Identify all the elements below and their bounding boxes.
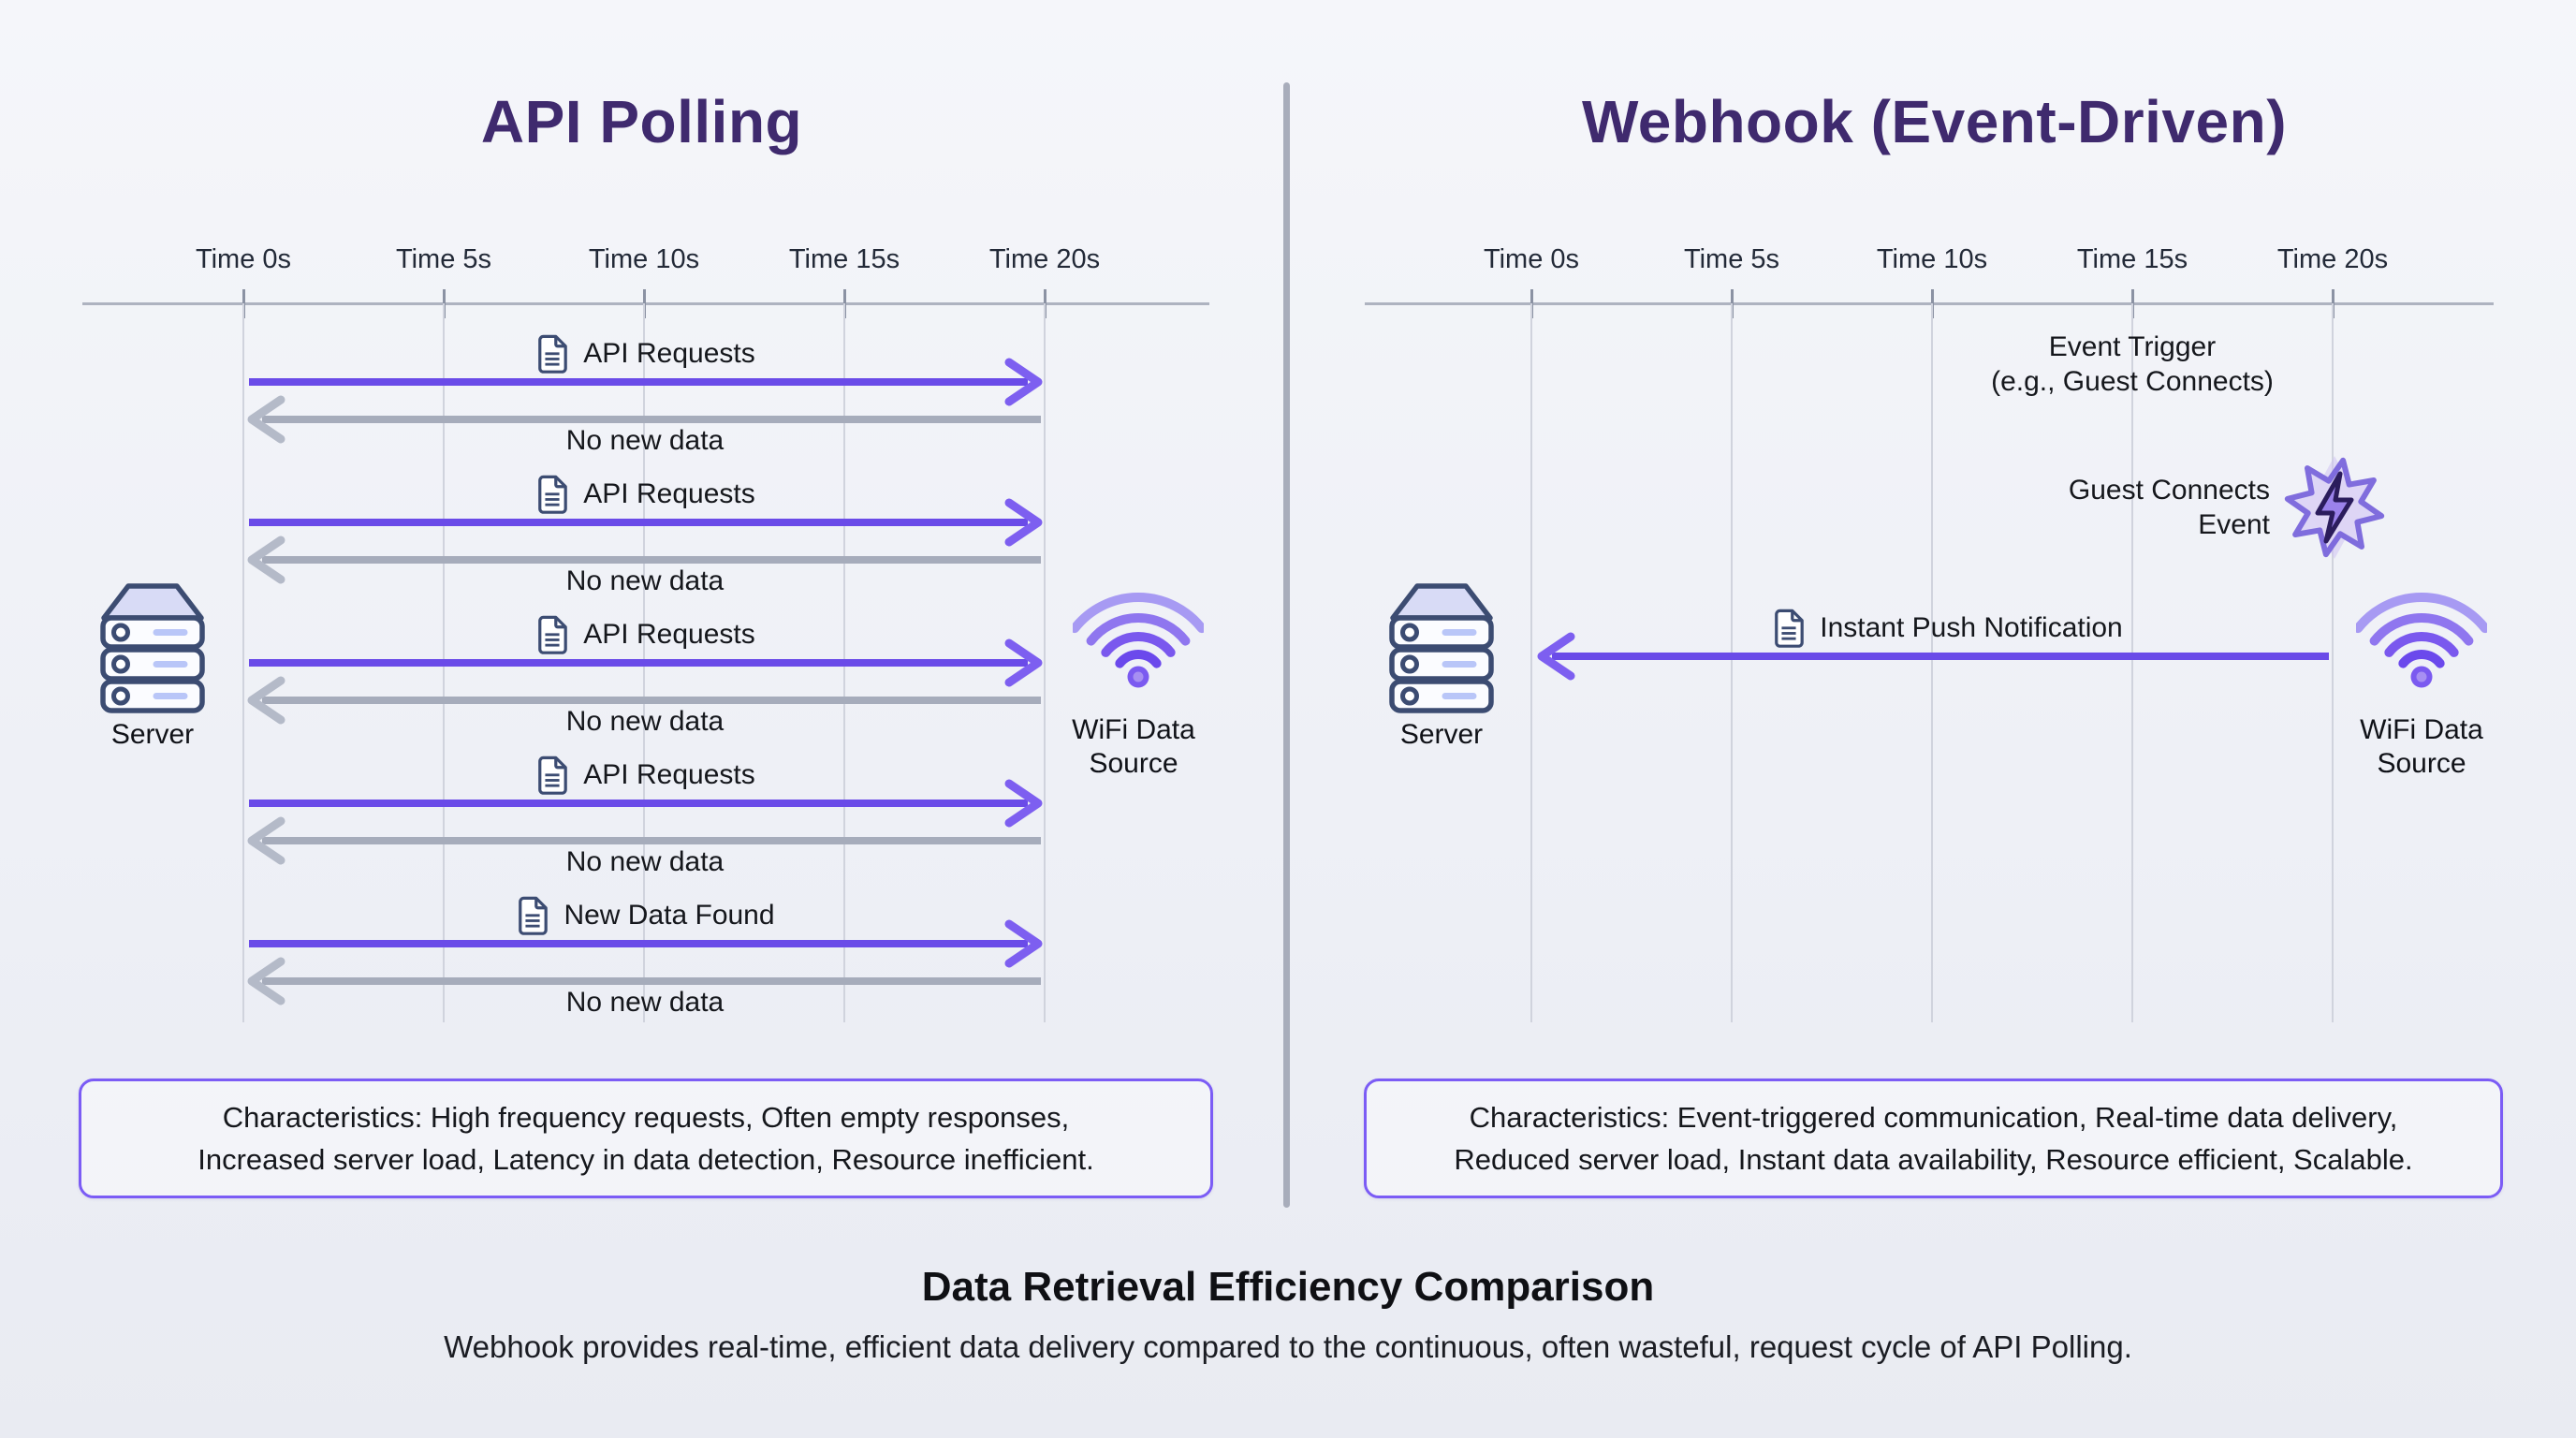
left-panel-title: API Polling — [480, 88, 803, 155]
document-icon — [1775, 609, 1805, 648]
response-label: No new data — [565, 565, 724, 596]
left-timeline-axis — [82, 302, 1209, 305]
request-label: API Requests — [245, 332, 1045, 375]
request-text: API Requests — [583, 478, 755, 509]
request-label: API Requests — [245, 754, 1045, 797]
timeline-gridline — [1931, 303, 1933, 1022]
timeline-label: Time 0s — [195, 244, 292, 274]
polling-cycle: API Requests No new data — [245, 613, 1045, 754]
request-arrow — [245, 777, 1045, 834]
timeline-gridline — [2332, 303, 2334, 1022]
timeline-label: Time 5s — [395, 244, 492, 274]
request-arrow — [245, 496, 1045, 553]
timeline-label: Time 10s — [1876, 244, 1988, 274]
timeline-gridline — [1731, 303, 1733, 1022]
server-icon — [1385, 580, 1498, 713]
polling-cycle: API Requests No new data — [245, 473, 1045, 613]
polling-cycle: API Requests No new data — [245, 754, 1045, 894]
response-arrow — [245, 814, 1045, 872]
response-label: No new data — [565, 987, 724, 1018]
event-trigger-text: Event Trigger (e.g., Guest Connects) — [1991, 331, 2274, 397]
request-arrow — [245, 356, 1045, 413]
server-stack-icon — [1389, 583, 1494, 713]
wifi-label: WiFi Data Source — [2360, 714, 2483, 779]
document-icon — [538, 756, 568, 795]
timeline-gridline — [2131, 303, 2133, 1022]
timeline-label: Time 15s — [2076, 244, 2188, 274]
response-arrow — [245, 393, 1045, 450]
right-panel-title: Webhook (Event-Driven) — [1582, 88, 2287, 155]
polling-characteristics-box: Characteristics: High frequency requests… — [79, 1078, 1213, 1198]
webhook-characteristics-box: Characteristics: Event-triggered communi… — [1364, 1078, 2503, 1198]
lightning-burst-icon — [2282, 455, 2387, 560]
server-label: Server — [110, 719, 195, 750]
response-label: No new data — [565, 846, 724, 877]
timeline-gridline — [1530, 303, 1532, 1022]
server-icon — [96, 580, 209, 713]
timeline-gridline — [242, 303, 244, 1022]
request-arrow — [245, 637, 1045, 694]
request-label: API Requests — [245, 613, 1045, 656]
response-arrow — [245, 955, 1045, 1012]
request-text: New Data Found — [564, 900, 775, 931]
server-label: Server — [1399, 719, 1484, 750]
request-arrow — [245, 917, 1045, 975]
polling-cycle: New Data Found No new data — [245, 894, 1045, 1034]
wifi-icon — [2353, 582, 2490, 695]
push-notification-arrow — [1535, 630, 2333, 687]
wifi-icon — [1070, 582, 1207, 695]
footer-title: Data Retrieval Efficiency Comparison — [921, 1264, 1655, 1310]
timeline-label: Time 10s — [588, 244, 700, 274]
document-icon — [538, 334, 568, 374]
response-label: No new data — [565, 706, 724, 737]
request-text: API Requests — [583, 619, 755, 650]
request-text: API Requests — [583, 759, 755, 790]
polling-cycle: API Requests No new data — [245, 332, 1045, 473]
right-timeline-axis — [1365, 302, 2494, 305]
wifi-icon — [2353, 593, 2490, 688]
timeline-label: Time 20s — [2276, 244, 2389, 274]
push-notification-text: Instant Push Notification — [1820, 612, 2123, 643]
wifi-icon — [1070, 593, 1207, 688]
response-arrow — [245, 534, 1045, 591]
footer-subtitle: Webhook provides real-time, efficient da… — [444, 1329, 2132, 1364]
document-icon — [538, 615, 568, 654]
timeline-label: Time 20s — [988, 244, 1101, 274]
request-label: New Data Found — [245, 894, 1045, 937]
polling-message-lane: API Requests No new data API Requests No… — [245, 332, 1045, 1034]
push-notification-label: Instant Push Notification — [1591, 607, 2303, 650]
request-label: API Requests — [245, 473, 1045, 516]
request-text: API Requests — [583, 338, 755, 369]
timeline-label: Time 5s — [1683, 244, 1780, 274]
document-icon — [519, 896, 549, 935]
wifi-label: WiFi Data Source — [1072, 714, 1195, 779]
panel-divider — [1283, 82, 1290, 1208]
response-arrow — [245, 674, 1045, 731]
timeline-label: Time 15s — [788, 244, 900, 274]
guest-connects-event-text: Guest Connects Event — [2068, 475, 2270, 540]
response-label: No new data — [565, 425, 724, 456]
timeline-gridline — [1044, 303, 1046, 1022]
lightning-burst-icon — [2284, 456, 2385, 559]
timeline-label: Time 0s — [1483, 244, 1580, 274]
document-icon — [1771, 609, 1807, 649]
server-stack-icon — [100, 583, 205, 713]
document-icon — [538, 475, 568, 514]
